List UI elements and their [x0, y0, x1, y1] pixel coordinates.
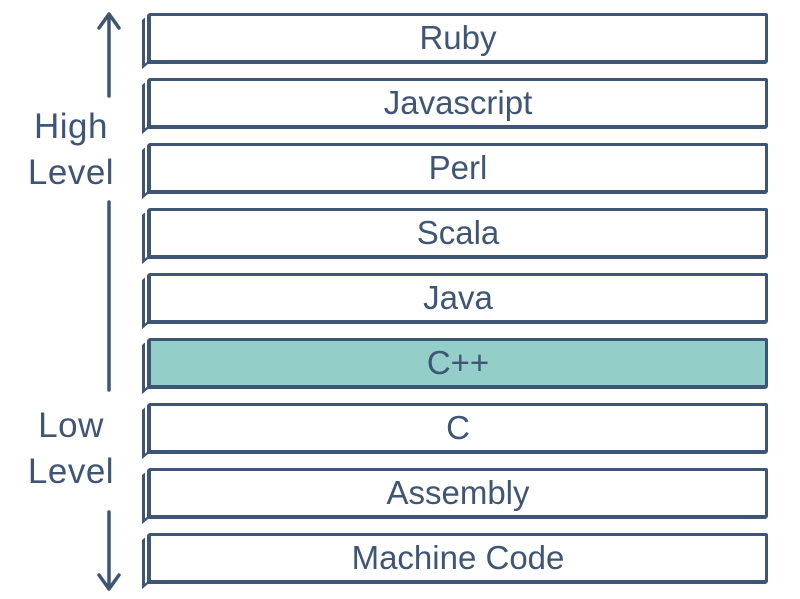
- arrow-up-icon: [97, 12, 121, 30]
- layer-label: Ruby: [419, 19, 497, 56]
- layer-label: Java: [423, 279, 493, 316]
- layer-label: Scala: [416, 214, 500, 251]
- layer-label: C: [446, 409, 470, 446]
- layer-perl: Perl: [148, 143, 768, 193]
- layer-assembly: Assembly: [148, 468, 768, 518]
- layer-c: C: [148, 403, 768, 453]
- layer-scala: Scala: [148, 208, 768, 258]
- low-level-label-line2: Level: [27, 452, 115, 491]
- layer-ruby: Ruby: [148, 13, 768, 63]
- low-level-label-line1: Low: [38, 406, 104, 445]
- arrow-down-icon: [97, 573, 121, 591]
- layer-label: Assembly: [386, 474, 530, 511]
- high-level-label-line1: High: [34, 107, 108, 146]
- high-level-label-line2: Level: [27, 153, 115, 192]
- layer-label: Perl: [428, 149, 488, 186]
- layer-java: Java: [148, 273, 768, 323]
- high-level-label: High Level: [18, 104, 124, 196]
- layer-label: C++: [426, 344, 490, 381]
- layer-label: Javascript: [383, 84, 533, 121]
- layer-javascript: Javascript: [148, 78, 768, 128]
- layer-machine-code: Machine Code: [148, 533, 768, 583]
- layer-cpp: C++: [148, 338, 768, 388]
- low-level-label: Low Level: [18, 403, 124, 495]
- layer-label: Machine Code: [351, 539, 565, 576]
